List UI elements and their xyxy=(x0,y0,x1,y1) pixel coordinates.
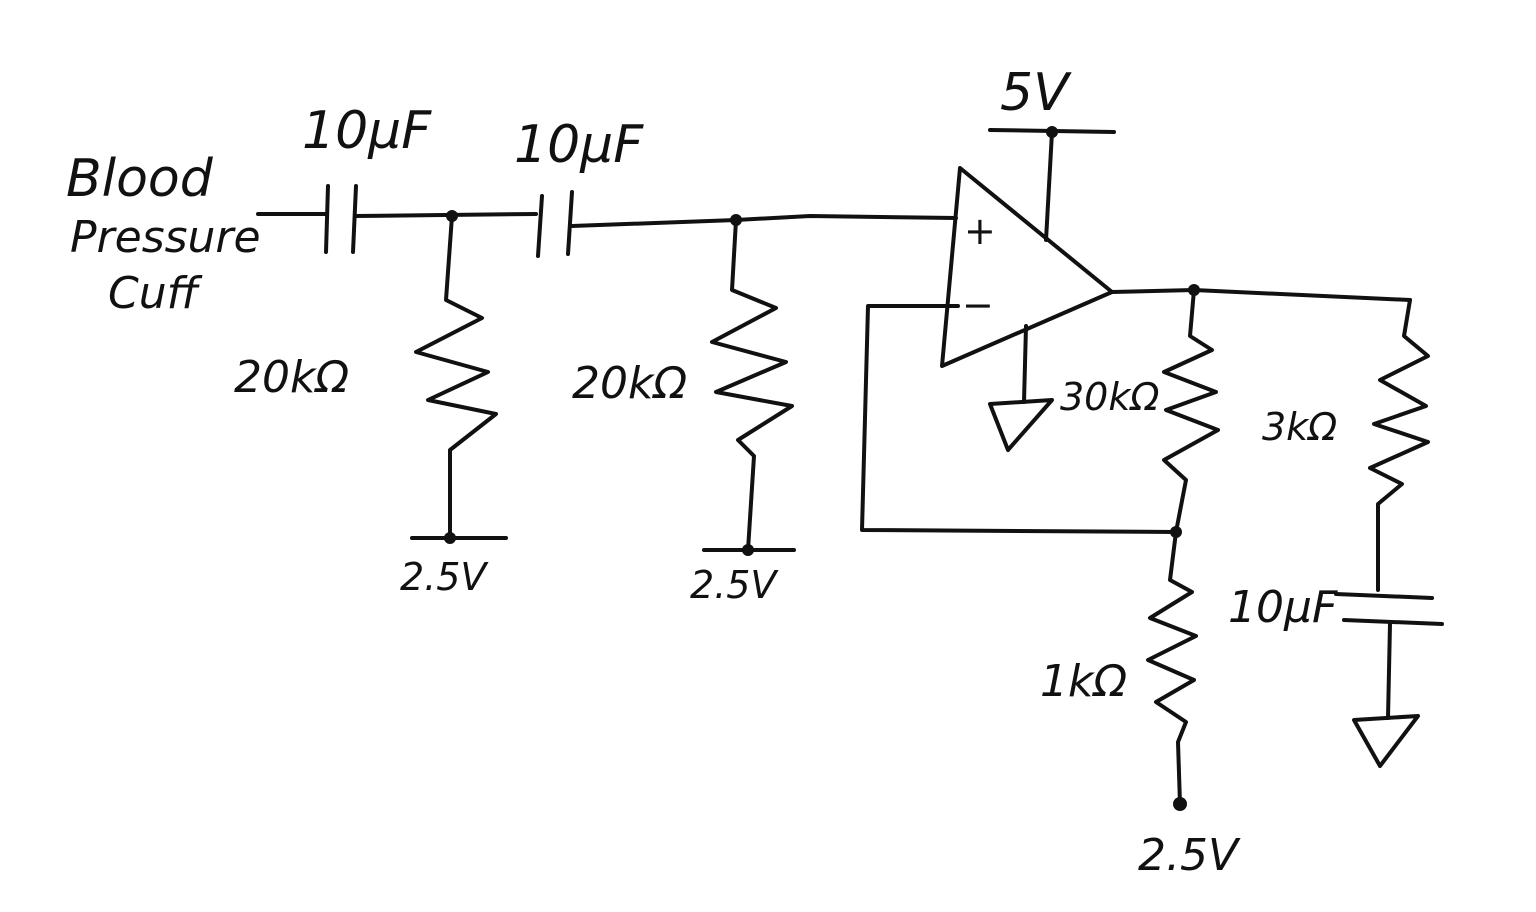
capacitor-c1 xyxy=(324,184,358,254)
resistor-rg xyxy=(1146,530,1198,806)
wire-c2-opamp-plus xyxy=(570,214,958,228)
reference-node-r1 xyxy=(444,532,456,544)
resistor-r1 xyxy=(414,214,498,540)
wire-opamp-output xyxy=(1110,288,1412,302)
resistor-r2 xyxy=(710,218,794,552)
wire-opamp-supply xyxy=(1044,130,1054,242)
capacitor-c2-plate-right xyxy=(566,190,574,256)
capacitor-cout xyxy=(1334,592,1444,626)
reference-label-rg: 2.5V xyxy=(1138,830,1241,881)
opamp-minus-sign: − xyxy=(962,283,994,327)
input-source-label: Blood Pressure Cuff xyxy=(66,149,261,319)
resistor-r1-label: 20kΩ xyxy=(234,352,349,403)
wire-c1-c2 xyxy=(354,212,538,218)
ground-icon-output xyxy=(1352,714,1420,768)
capacitor-cout-plate-bottom xyxy=(1342,618,1444,626)
input-label-line2: Pressure xyxy=(70,212,261,263)
wire-opamp-ground xyxy=(1022,324,1028,404)
opamp-plus-sign: + xyxy=(964,209,996,253)
ground-icon-opamp xyxy=(988,398,1054,452)
capacitor-c1-plate-right xyxy=(351,184,358,254)
resistor-r2-zigzag xyxy=(710,218,794,552)
resistor-r2-label: 20kΩ xyxy=(572,358,687,409)
supply-node xyxy=(1046,126,1058,138)
resistor-rg-zigzag xyxy=(1146,530,1198,806)
reference-label-r1: 2.5V xyxy=(400,555,489,599)
input-label-line1: Blood xyxy=(66,149,214,209)
capacitor-c1-plate-left xyxy=(324,184,330,254)
supply-label: 5V xyxy=(1000,63,1072,123)
wire-feedback-minus xyxy=(860,304,1178,534)
reference-label-r2: 2.5V xyxy=(690,563,779,607)
capacitor-c1-label: 10μF xyxy=(302,101,432,161)
capacitor-cout-plate-top xyxy=(1334,592,1434,600)
wire-cout-ground xyxy=(1386,622,1392,720)
capacitor-c2-plate-left xyxy=(536,194,544,258)
resistor-rf-zigzag xyxy=(1162,288,1220,534)
capacitor-cout-label: 10μF xyxy=(1228,582,1338,633)
reference-node-r2 xyxy=(742,544,754,556)
resistor-rf xyxy=(1162,288,1220,534)
resistor-rout xyxy=(1368,298,1430,592)
resistor-rg-label: 1kΩ xyxy=(1040,656,1127,707)
resistor-rout-zigzag xyxy=(1368,298,1430,592)
capacitor-c2 xyxy=(536,190,574,258)
resistor-rf-label: 30kΩ xyxy=(1060,375,1159,419)
reference-node-rg xyxy=(1173,797,1187,811)
resistor-r1-zigzag xyxy=(414,214,498,540)
input-label-line3: Cuff xyxy=(108,268,203,319)
capacitor-c2-label: 10μF xyxy=(514,115,644,175)
resistor-rout-label: 3kΩ xyxy=(1262,405,1337,449)
